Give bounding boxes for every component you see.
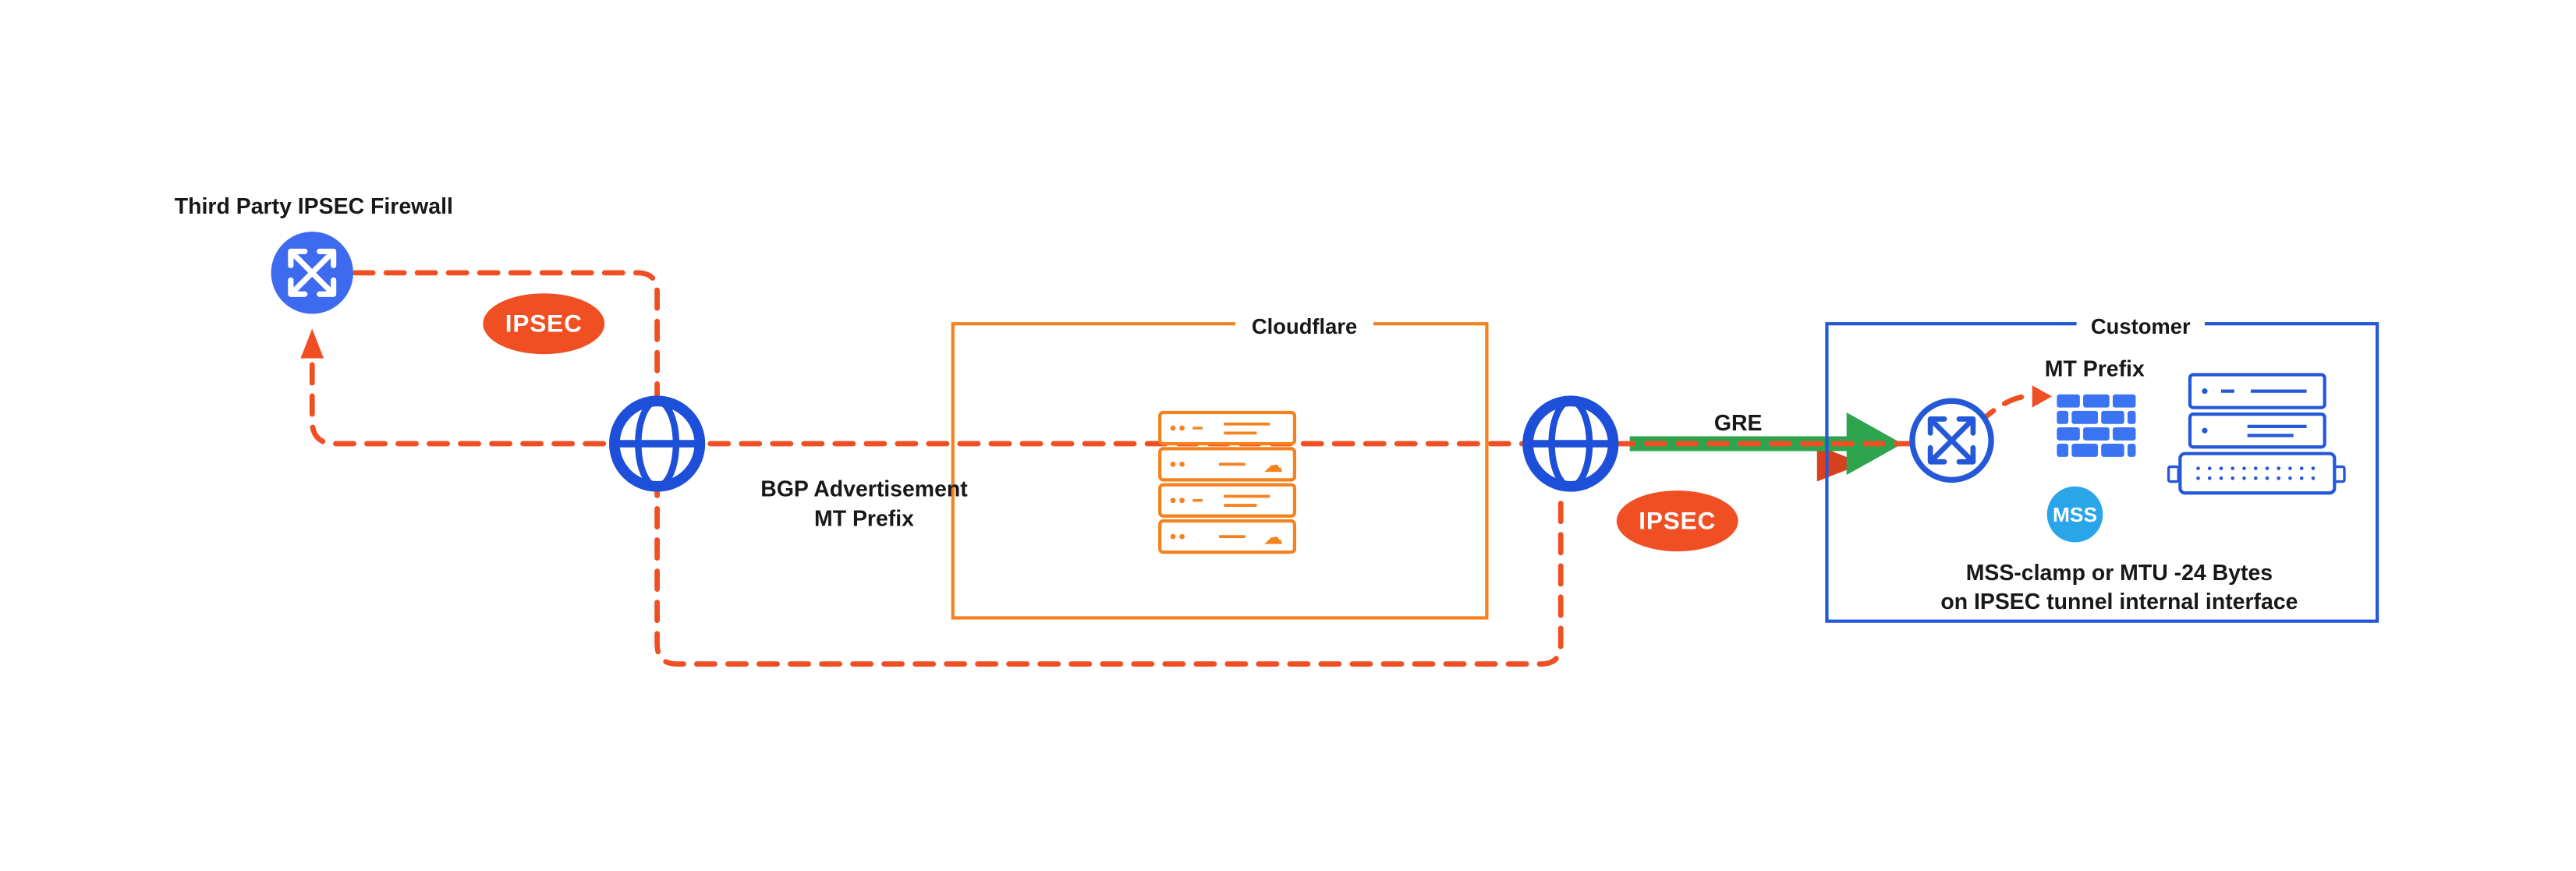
globe-icon <box>608 395 706 492</box>
cloud-icon: ☁ <box>1263 455 1283 476</box>
globe-icon <box>1522 395 1619 492</box>
server-led <box>1170 497 1176 504</box>
server-led <box>2202 388 2208 395</box>
ipsec-badge-right: IPSEC <box>1616 490 1738 552</box>
customer-box: Customer MT Prefix MSS <box>1825 310 2379 623</box>
dashed-path-main <box>309 362 1958 447</box>
server-led <box>1179 533 1185 540</box>
router-arrows <box>1927 416 1976 465</box>
third-party-firewall-label: Third Party IPSEC Firewall <box>175 194 453 219</box>
ipsec-badge-label: IPSEC <box>1639 507 1716 535</box>
server-icon: ☁ <box>1158 519 1297 554</box>
server-icon <box>2167 451 2346 495</box>
arrow-right-icon <box>2032 385 2053 408</box>
cloudflare-server-stack: ☁ ☁ <box>1158 410 1297 554</box>
server-icon <box>1158 483 1297 518</box>
cloudflare-label-gap <box>1235 310 1374 338</box>
server-led <box>1170 425 1176 431</box>
ipsec-badge-label: IPSEC <box>505 310 583 338</box>
firewall-icon <box>2057 394 2136 457</box>
mss-note-line2: on IPSEC tunnel internal interface <box>1940 590 2298 614</box>
mt-prefix-label: MT Prefix <box>2045 357 2145 382</box>
dashed-path-top-bottom-loop <box>352 270 1564 667</box>
server-icon <box>2188 412 2326 449</box>
cloudflare-box-border <box>951 322 1489 620</box>
cloud-icon: ☁ <box>1263 527 1283 549</box>
ipsec-badge-shape <box>483 293 605 355</box>
arrow-up-icon <box>300 328 324 359</box>
bgp-advertisement-label: BGP Advertisement <box>760 476 968 501</box>
ipsec-badge-shape <box>1616 490 1738 552</box>
server-led <box>2202 427 2208 434</box>
cloudflare-label: Cloudflare <box>1252 314 1357 338</box>
customer-server-stack <box>2167 373 2346 495</box>
server-led <box>1179 462 1185 467</box>
server-icon <box>2188 373 2326 409</box>
server-led <box>1179 497 1185 504</box>
ipsec-badge-left: IPSEC <box>483 293 605 355</box>
gre-arrow <box>1629 412 1903 476</box>
router-icon <box>1909 398 1994 483</box>
server-mount-ear <box>2167 465 2180 483</box>
router-icon <box>271 232 353 314</box>
customer-label-gap <box>2076 310 2205 338</box>
customer-label: Customer <box>2091 314 2191 338</box>
server-led <box>1179 425 1185 431</box>
mss-note-line1: MSS-clamp or MTU -24 Bytes <box>1966 561 2273 586</box>
server-vent-dots <box>2196 466 2316 480</box>
gre-label: GRE <box>1714 411 1763 436</box>
server-led <box>1170 462 1176 467</box>
server-led <box>1170 533 1176 540</box>
bgp-mt-prefix-label: MT Prefix <box>814 506 914 531</box>
router-arrows <box>288 248 337 297</box>
mss-badge-circle <box>2046 486 2103 543</box>
server-icon: ☁ <box>1158 447 1297 482</box>
mss-badge-label: MSS <box>2053 503 2097 526</box>
third-party-firewall: Third Party IPSEC Firewall <box>175 194 453 314</box>
mss-badge: MSS <box>2046 486 2103 543</box>
server-icon <box>1158 410 1297 446</box>
cloudflare-box: Cloudflare ☁ <box>951 310 1489 620</box>
